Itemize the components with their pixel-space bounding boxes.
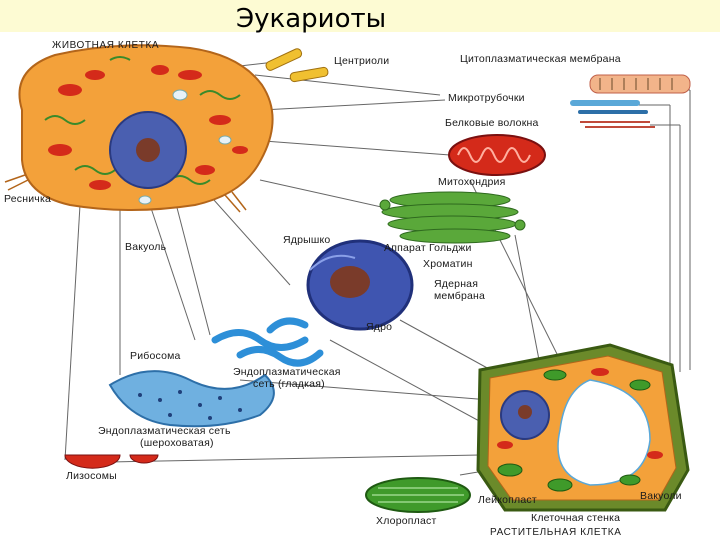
label-nucleus: Ядро — [366, 321, 393, 333]
lysosomes — [64, 454, 159, 469]
label-rough-er-1: Эндоплазматическая сеть — [98, 425, 231, 437]
centrioles — [265, 48, 329, 83]
label-rough-er-2: (шероховатая) — [140, 437, 214, 449]
label-plant-cell: РАСТИТЕЛЬНАЯ КЛЕТКА — [490, 527, 622, 538]
protein-fibers — [580, 121, 655, 128]
label-mitochondrion: Митохондрия — [438, 176, 506, 188]
label-smooth-er-1: Эндоплазматическая — [233, 366, 341, 378]
mitochondrion-large — [448, 134, 546, 176]
label-chromatin: Хроматин — [423, 258, 473, 270]
label-protein-fibers: Белковые волокна — [445, 117, 539, 129]
title-band — [0, 0, 720, 32]
label-centrioles: Центриоли — [334, 55, 390, 67]
label-leucoplast: Лейкопласт — [478, 494, 537, 506]
animal-er — [44, 56, 241, 185]
label-ribosome: Рибосома — [130, 350, 181, 362]
label-microtubules: Микротрубочки — [448, 92, 525, 104]
animal-vacuoles — [138, 89, 232, 205]
animal-cell — [4, 44, 274, 213]
page-title: Эукариоты — [236, 4, 387, 34]
nucleus-large — [306, 239, 414, 331]
label-smooth-er-2: сеть (гладкая) — [253, 378, 325, 390]
plant-vacuole — [557, 379, 651, 486]
smooth-er — [211, 317, 324, 367]
label-golgi: Аппарат Гольджи — [384, 242, 472, 254]
label-chloroplast: Хлоропласт — [376, 515, 437, 527]
label-cytoplasmic-membrane: Цитоплазматическая мембрана — [460, 53, 621, 65]
label-nuclear-membrane-1: Ядерная — [434, 278, 479, 290]
label-cell-wall: Клеточная стенка — [531, 512, 621, 524]
animal-mitochondria — [48, 65, 248, 190]
connector-lines — [64, 61, 691, 476]
label-cilium: Ресничка — [4, 193, 52, 205]
label-animal-cell: ЖИВОТНАЯ КЛЕТКА — [52, 40, 160, 51]
animal-nucleolus — [136, 138, 160, 162]
label-lysosomes: Лизосомы — [66, 470, 117, 482]
label-nuclear-membrane-2: мембрана — [434, 290, 486, 302]
label-vacuole: Вакуоль — [125, 241, 167, 253]
membrane-fragment — [589, 74, 691, 94]
plant-chloroplasts — [497, 369, 651, 492]
plant-mitochondria — [497, 368, 663, 459]
label-vacuoles: Вакуоли — [640, 490, 682, 502]
golgi-apparatus — [379, 191, 526, 244]
microtubules — [570, 100, 648, 114]
rough-er — [108, 370, 275, 428]
plant-cell — [476, 343, 690, 512]
animal-cilia — [4, 174, 247, 213]
label-nucleolus: Ядрышко — [283, 234, 331, 246]
chloroplast — [365, 477, 471, 513]
